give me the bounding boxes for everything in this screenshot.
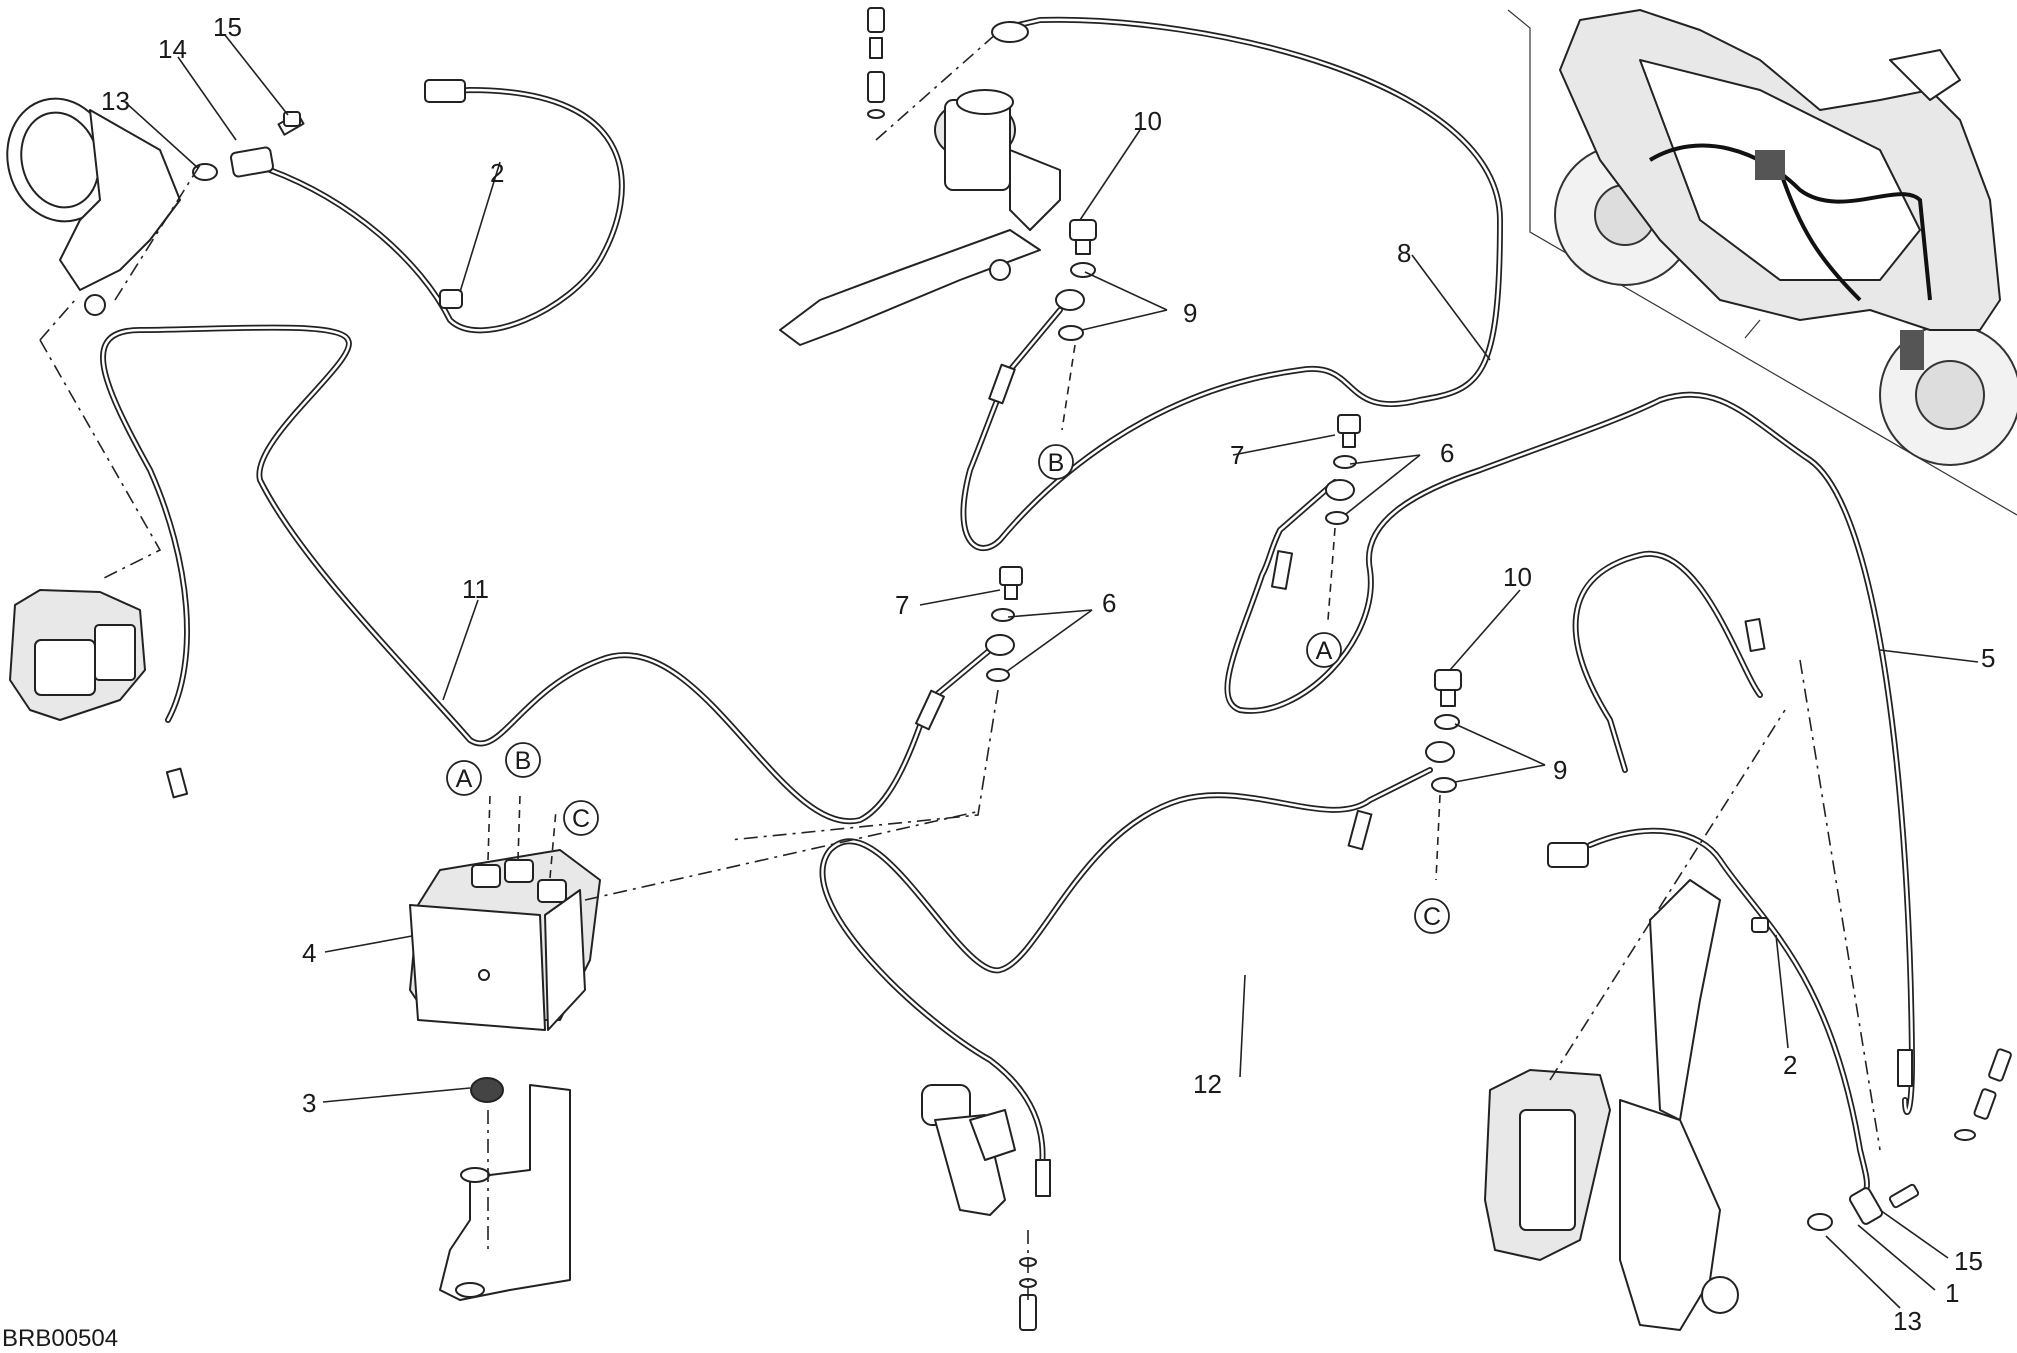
connector-b-abs: B [505, 742, 541, 778]
callout-15-top: 15 [213, 12, 242, 42]
connector-a-abs: A [446, 760, 482, 796]
banjo-bolt-10b-icon [1434, 669, 1462, 691]
connector-c-abs: C [563, 800, 599, 836]
svg-text:B: B [1048, 449, 1065, 477]
rear-caliper-bracket [6, 97, 181, 316]
callout-5: 5 [1981, 643, 1995, 673]
leader-lines [124, 34, 1979, 1309]
motorcycle-location-view [1507, 9, 2017, 516]
callout-6-top: 6 [1440, 438, 1454, 468]
brake-lines [100, 16, 1915, 1203]
connector-c-line: C [1414, 898, 1450, 934]
front-wheel-speed-sensor [1547, 842, 1920, 1231]
callout-7-top: 7 [1230, 440, 1244, 470]
callout-8: 8 [1397, 238, 1411, 268]
front-bleed-parts [867, 7, 1029, 141]
callout-9-top: 9 [1183, 298, 1197, 328]
screw-15a-icon [283, 111, 301, 127]
front-caliper-bleed-parts [1954, 1048, 2012, 1141]
front-hose-loose [1572, 550, 1763, 773]
callout-11: 11 [462, 574, 489, 604]
washer-9b-icon [1058, 325, 1084, 341]
callout-2-lower: 2 [1783, 1050, 1797, 1080]
banjo-bolt-7b-icon [999, 566, 1023, 586]
svg-text:A: A [456, 765, 473, 793]
svg-text:C: C [572, 805, 590, 833]
brake-line-11 [100, 324, 993, 825]
svg-text:B: B [515, 747, 532, 775]
rear-caliper [9, 589, 189, 799]
front-caliper-and-fork [1484, 879, 1769, 1331]
callout-4: 4 [302, 938, 316, 968]
svg-text:A: A [1316, 637, 1333, 665]
callout-13-lower: 13 [1893, 1306, 1922, 1336]
callout-2-top: 2 [490, 158, 504, 188]
rear-wheel-speed-sensor [192, 79, 466, 309]
callout-3: 3 [302, 1088, 316, 1118]
abs-modulator [409, 849, 601, 1031]
connector-b-line: B [1038, 444, 1074, 480]
callout-7-middle: 7 [895, 590, 909, 620]
drawing-code: BRB00504 [2, 1325, 118, 1352]
connector-markers: A B C B A C [446, 444, 1450, 934]
brake-line-12 [819, 767, 1433, 1183]
svg-text:C: C [1423, 903, 1441, 931]
hose-sleeves [915, 363, 1913, 1197]
callout-6-middle: 6 [1102, 588, 1116, 618]
callout-13-top: 13 [101, 86, 130, 116]
connector-a-line: A [1306, 632, 1342, 668]
rear-master-cylinder [921, 1084, 1037, 1331]
brake-line-5 [1224, 391, 1915, 1115]
front-master-cylinder [779, 89, 1061, 346]
abs-bracket [439, 1077, 571, 1301]
banjo-bolts [283, 111, 1462, 793]
banjo-bolt-7a-icon [1337, 414, 1361, 434]
callout-numbers: 15 14 13 2 10 9 8 7 6 11 7 6 10 5 9 4 3 … [101, 12, 1995, 1336]
callout-9-lower: 9 [1553, 755, 1567, 785]
callout-10-lower: 10 [1503, 562, 1532, 592]
callout-1: 1 [1945, 1278, 1959, 1308]
banjo-bolt-10a-icon [1069, 219, 1097, 241]
callout-15-lower: 15 [1954, 1246, 1983, 1276]
callout-12: 12 [1193, 1069, 1222, 1099]
alignment-lines [39, 164, 1881, 1300]
callout-10-top: 10 [1133, 106, 1162, 136]
callout-14: 14 [158, 34, 187, 64]
